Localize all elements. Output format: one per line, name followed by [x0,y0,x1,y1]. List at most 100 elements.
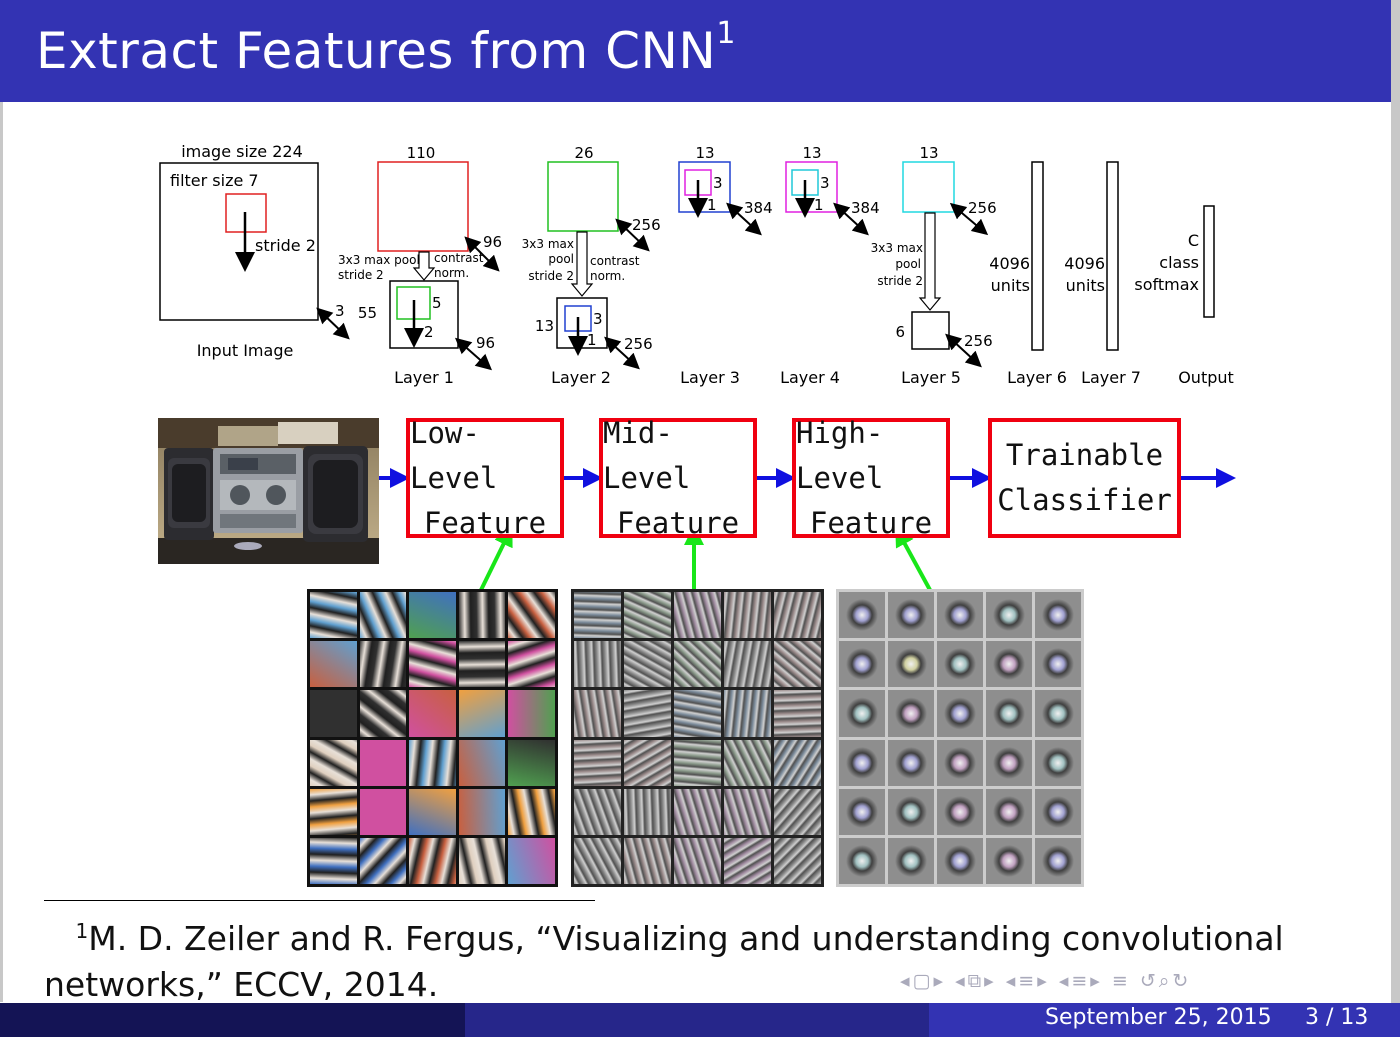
mid-feature-tile [774,739,821,786]
mid-feature-tile [674,641,721,688]
mid-feature-tile [774,690,821,737]
mid-feature-tile [624,837,671,884]
low-filter-tile [458,739,506,786]
layer3-caption: Layer 3 [680,368,740,387]
layer2-out-depth-arrow [604,336,640,370]
high-feature-tile [937,739,983,786]
layer4-depth-label: 384 [851,199,880,217]
layer2-pool-arrow [570,231,594,297]
layer2-pool-b: pool [548,252,574,266]
layer5-map-box [902,161,955,213]
nav-prev-section-icon[interactable]: ◂≡▸ [1005,970,1050,992]
low-filter-tile [310,690,357,737]
mid-feature-tile [774,641,821,688]
layer2-pool-a: 3x3 max [522,237,574,251]
high-feature-tile [888,739,934,786]
mid-feature-tile [574,837,621,884]
mid-feature-tile [624,788,671,835]
input-depth-arrow [316,307,350,340]
layer4-filter-label: 3 [820,174,830,192]
low-filter-tile [310,739,357,786]
left-edge-line [0,102,3,1002]
layer6-bar [1031,161,1044,351]
right-edge-bar [1391,102,1400,1037]
stage-low-line2: Feature [423,505,547,540]
high-feature-tile [937,641,983,688]
mid-feature-tile [724,788,771,835]
layer6-units-a: 4096 [989,254,1030,273]
nav-next-section-icon[interactable]: ◂≡▸ [1058,970,1103,992]
layer5-caption: Layer 5 [901,368,961,387]
high-feature-tile [1035,592,1081,639]
mid-feature-tile [574,592,621,639]
input-image-box [159,162,319,321]
high-feature-tile [986,690,1032,737]
layer1-filter-label: 5 [432,294,442,312]
high-feature-tile [888,592,934,639]
layer1-caption: Layer 1 [394,368,454,387]
nav-align-icon[interactable]: ≡ [1111,970,1131,992]
layer5-out-depth-arrow [945,333,982,368]
output-c-label: C [1188,231,1199,250]
stage-high-line2: Feature [809,505,933,540]
output-bar [1203,205,1215,318]
mid-feature-tile [624,592,671,639]
low-filter-tile [508,837,555,884]
low-filter-tile [310,592,357,639]
layer2-filter-label: 3 [593,310,603,328]
layer1-stride-label: 2 [424,323,434,341]
mid-feature-tile [674,690,721,737]
mid-feature-tile [674,739,721,786]
high-feature-tile [937,690,983,737]
layer2-size-label: 26 [574,144,593,162]
low-filter-tile [310,788,357,835]
layer7-units-b: units [1066,276,1105,295]
nav-prev-frame-icon[interactable]: ◂▢▸ [900,970,947,992]
low-filter-tile [409,739,456,786]
layer5-out-depth-label: 256 [964,332,993,350]
high-feature-tile [986,837,1032,884]
layer1-pool-label: 3x3 max pool [338,253,420,267]
low-filter-tile [458,592,506,639]
layer5-size-label: 13 [919,144,938,162]
mid-feature-tile [574,641,621,688]
nav-prev-slide-icon[interactable]: ◂⧉▸ [955,970,997,992]
layer1-pool-stride-label: stride 2 [338,268,384,282]
mid-feature-tile [724,641,771,688]
layer5-depth-label: 256 [968,199,997,217]
footer-segment-left [0,1003,465,1037]
slide-header: Extract Features from CNN1 [0,0,1400,102]
mid-feature-tile [574,788,621,835]
low-filter-tile [508,739,555,786]
mid-feature-tile [624,690,671,737]
layer2-out-depth-label: 256 [624,335,653,353]
stage-low-level-feature: Low-Level Feature [406,416,564,540]
layer1-depth-arrow [464,236,500,272]
footnote: 1M. D. Zeiler and R. Fergus, “Visualizin… [44,919,1284,1004]
stage-classifier-line2: Classifier [997,483,1172,517]
layer2-pool-c: stride 2 [528,269,574,283]
mid-feature-tile [774,788,821,835]
input-depth-label: 3 [335,302,345,320]
input-caption: Input Image [197,341,294,360]
output-class-label: class [1159,253,1199,272]
layer2-caption: Layer 2 [551,368,611,387]
layer4-depth-arrow [833,202,869,236]
high-feature-tile [839,739,885,786]
stage-trainable-classifier: Trainable Classifier [988,418,1181,538]
layer3-filter-label: 3 [713,174,723,192]
stage-high-level-feature: High-Level Feature [792,416,950,540]
layer4-size-label: 13 [802,144,821,162]
layer2-contrast-label: contrast [590,254,640,268]
low-filter-tile [409,592,456,639]
footer-page-number: 3 / 13 [1305,1005,1369,1030]
mid-feature-tile [674,837,721,884]
nav-search-icon[interactable]: ↺⌕↻ [1139,970,1192,992]
low-filter-tile [359,788,407,835]
slide-footer [0,1003,1400,1037]
layer3-depth-label: 384 [744,199,773,217]
layer2-norm-label: norm. [590,269,625,283]
footnote-rule [44,900,595,901]
layer2-stride-label: 1 [587,331,597,349]
beamer-navigation[interactable]: ◂▢▸ ◂⧉▸ ◂≡▸ ◂≡▸ ≡ ↺⌕↻ [900,970,1191,992]
